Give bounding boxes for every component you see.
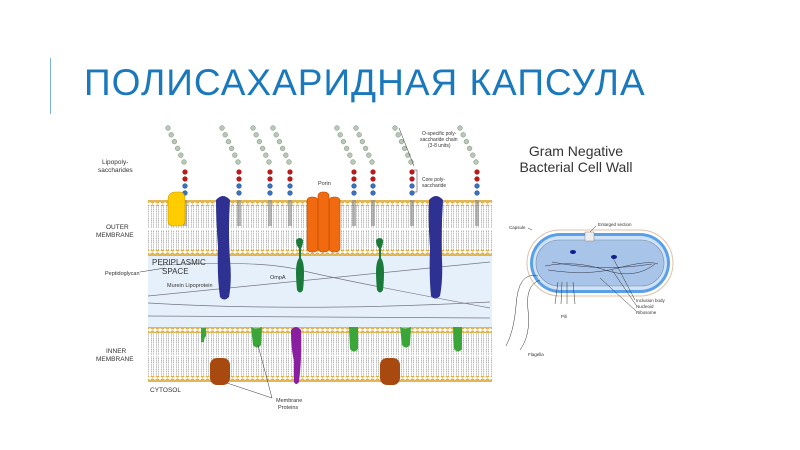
label-enlarged-section: Enlarged section bbox=[598, 222, 632, 227]
lps-molecule bbox=[392, 125, 415, 226]
lps-molecule bbox=[270, 125, 293, 226]
label-core-1: Core poly- bbox=[422, 177, 445, 183]
membrane-protein-purple bbox=[291, 327, 301, 384]
label-peptidoglycan: Peptidoglycan bbox=[105, 271, 140, 277]
cell-diagram: Gram Negative Bacterial Cell Wall Capsul… bbox=[505, 143, 674, 357]
label-periplasmic-2: SPACE bbox=[162, 267, 189, 276]
cell-leader-lines bbox=[505, 225, 637, 351]
enlarged-section-box bbox=[584, 231, 595, 242]
label-membrane-proteins-1: Membrane bbox=[276, 398, 302, 404]
transport-protein-right bbox=[380, 358, 400, 385]
ompa-right bbox=[376, 238, 384, 293]
label-leader-lines bbox=[139, 127, 418, 399]
lps-molecule bbox=[353, 125, 376, 226]
inner-membrane bbox=[148, 327, 492, 382]
porin bbox=[306, 191, 341, 253]
lps-molecule bbox=[250, 125, 273, 226]
label-murein-lipoprotein: Murein Lipoprotein bbox=[167, 283, 213, 289]
title-accent-line bbox=[50, 58, 51, 114]
label-inner-membrane-1: INNER bbox=[106, 348, 127, 355]
label-outer-membrane-1: OUTER bbox=[106, 224, 129, 231]
label-periplasmic-1: PERIPLASMIC bbox=[152, 258, 206, 267]
label-pili: Pili bbox=[561, 314, 567, 319]
cell-title-1: Gram Negative bbox=[529, 143, 623, 159]
lps-molecule bbox=[457, 125, 480, 226]
label-o-specific-2: saccharide chain bbox=[420, 137, 458, 143]
cell-title-2: Bacterial Cell Wall bbox=[519, 159, 632, 175]
murein-lipoprotein-right bbox=[428, 196, 443, 299]
label-porin: Porin bbox=[318, 181, 331, 187]
label-lipopolysaccharides-1: Lipopoly- bbox=[102, 159, 128, 166]
label-core-2: saccharide bbox=[422, 183, 446, 189]
transport-protein-left bbox=[210, 358, 230, 385]
label-ompa: OmpA bbox=[270, 275, 286, 281]
lipoprotein-yellow bbox=[167, 191, 186, 227]
label-cytosol: CYTOSOL bbox=[150, 387, 181, 394]
label-o-specific-1: O-specific poly- bbox=[422, 131, 457, 137]
label-o-specific-3: (3-8 units) bbox=[428, 143, 451, 149]
label-inclusion-body: Inclusion body bbox=[636, 298, 666, 303]
label-membrane-proteins-2: Proteins bbox=[278, 405, 298, 411]
membrane-diagram: Lipopoly- saccharides OUTER MEMBRANE Pep… bbox=[96, 125, 492, 411]
label-nucleoid: Nucleoid bbox=[636, 304, 654, 309]
label-outer-membrane-2: MEMBRANE bbox=[96, 232, 134, 239]
membrane-proteins-green bbox=[201, 327, 462, 352]
lps-molecule bbox=[219, 125, 242, 226]
slide-title: ПОЛИСАХАРИДНАЯ КАПСУЛА bbox=[84, 62, 646, 103]
label-flagella: Flagella bbox=[528, 352, 544, 357]
cytoplasm bbox=[535, 239, 665, 287]
label-inner-membrane-2: MEMBRANE bbox=[96, 356, 134, 363]
murein-lipoprotein-left bbox=[216, 196, 231, 300]
ompa-left bbox=[296, 238, 304, 293]
label-ribosome: Ribosome bbox=[636, 310, 657, 315]
label-capsule: Capsule bbox=[509, 225, 526, 230]
lps-molecule bbox=[334, 125, 357, 226]
inclusion-body bbox=[570, 250, 576, 254]
lipopolysaccharides bbox=[165, 125, 480, 226]
label-lipopolysaccharides-2: saccharides bbox=[98, 167, 133, 174]
